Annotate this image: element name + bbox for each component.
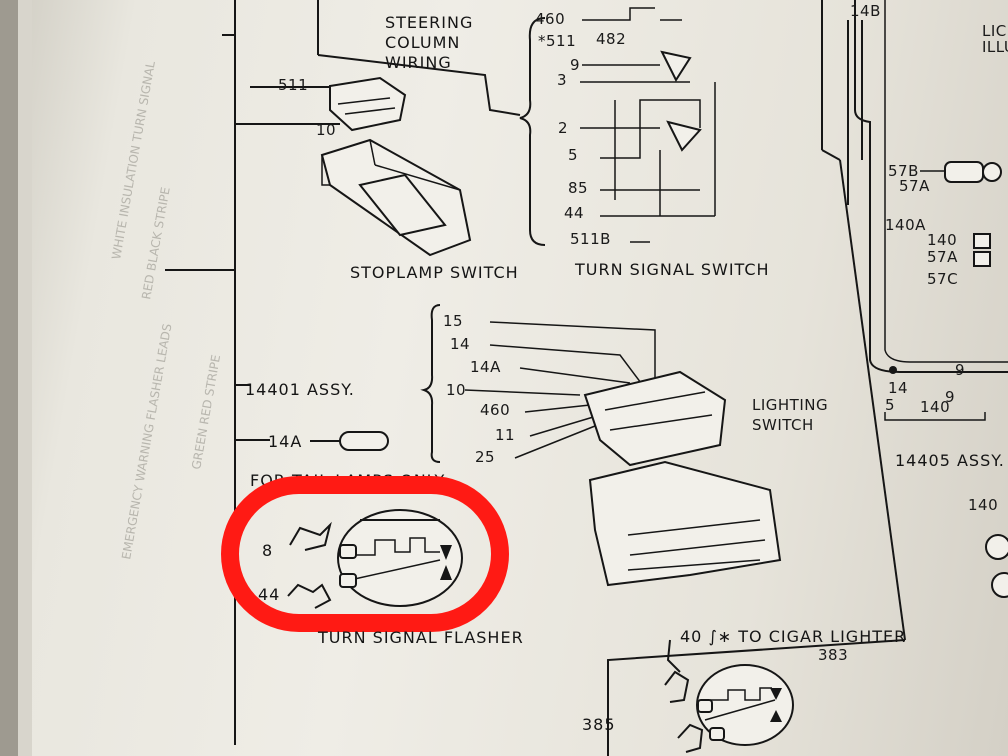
lic-wire-57a: 57A — [899, 177, 930, 195]
ls-wire-460: 460 — [480, 401, 510, 419]
lic-wire-140-b: 140 — [920, 398, 950, 416]
lic-wire-9-b: 9 — [945, 388, 955, 406]
lic-wire-140a: 140A — [885, 216, 926, 234]
svg-text:EMERGENCY WARNING FLASHER LEAD: EMERGENCY WARNING FLASHER LEADS — [119, 323, 174, 561]
tss-wire-9: 9 — [570, 56, 580, 74]
tss-wire-511b: 511B — [570, 230, 611, 248]
cigar-wire-385: 385 — [582, 715, 616, 734]
license-label-2: ILLU — [982, 38, 1008, 56]
svg-text:GREEN RED STRIPE: GREEN RED STRIPE — [189, 354, 223, 471]
flasher-wire-8: 8 — [262, 541, 273, 560]
cigar-lighter-label: 40 ∫∗ TO CIGAR LIGHTER — [680, 627, 906, 646]
lic-wire-9: 9 — [955, 361, 965, 379]
tss-wire-44: 44 — [564, 204, 584, 222]
ls-wire-10: 10 — [446, 381, 466, 399]
lic-assy-label: 14405 ASSY. — [895, 451, 1005, 470]
lighting-assy-label: 14401 ASSY. — [245, 380, 355, 399]
tss-wire-511: *511 — [538, 32, 576, 50]
tss-wire-2: 2 — [558, 119, 568, 137]
connector-14a-label: 14A — [268, 432, 302, 451]
turn-signal-switch-label: TURN SIGNAL SWITCH — [574, 260, 770, 279]
lighting-switch-label-1: LIGHTING — [752, 396, 828, 414]
turn-signal-flasher-label: TURN SIGNAL FLASHER — [317, 628, 524, 647]
flasher-highlight-circle — [221, 476, 509, 632]
cigar-lighter: 40 ∫∗ TO CIGAR LIGHTER 383 385 — [582, 627, 906, 753]
bleed-through-text: WHITE INSULATION TURN SIGNAL RED BLACK S… — [109, 60, 223, 561]
tss-wire-85: 85 — [568, 179, 588, 197]
flasher-wire-44: 44 — [258, 585, 280, 604]
turn-signal-flasher: 8 44 TURN SIGNAL FLASHER — [221, 476, 524, 647]
cigar-wire-383: 383 — [818, 646, 848, 664]
turn-signal-switch: 460 482 *511 9 3 2 5 85 44 511B TURN SIG… — [519, 7, 770, 279]
steering-column-line-2: COLUMN — [385, 33, 460, 52]
steering-column-label: STEERING COLUMN WIRING — [385, 13, 473, 72]
ls-wire-11: 11 — [495, 426, 515, 444]
lic-wire-140-c: 140 — [968, 496, 998, 514]
page-gutter — [18, 0, 32, 756]
stoplamp-wire-511: 511 — [278, 76, 308, 94]
tss-wire-460: 460 — [535, 10, 565, 28]
ls-wire-15: 15 — [443, 312, 463, 330]
lic-wire-57c: 57C — [927, 270, 958, 288]
connector-14a: 14A — [268, 431, 389, 451]
lighting-switch: 15 14 14A 10 460 11 25 14401 ASSY. LIGHT… — [245, 304, 828, 587]
lic-wire-14b: 14B — [850, 2, 881, 20]
stoplamp-switch-label: STOPLAMP SWITCH — [350, 263, 519, 282]
page-edge — [0, 0, 18, 756]
tss-wire-482: 482 — [596, 30, 626, 48]
stoplamp-wire-10: 10 — [316, 121, 336, 139]
ls-wire-25: 25 — [475, 448, 495, 466]
tss-wire-3: 3 — [557, 71, 567, 89]
steering-column-line-3: WIRING — [385, 53, 452, 72]
lic-wire-57a-2: 57A — [927, 248, 958, 266]
steering-column-line-1: STEERING — [385, 13, 473, 32]
tss-wire-5: 5 — [568, 146, 578, 164]
main-bus — [165, 0, 906, 756]
stoplamp-switch: 511 10 STOPLAMP SWITCH — [278, 76, 519, 282]
lic-wire-5: 5 — [885, 396, 895, 414]
license-lamp-section: LICE ILLU 14B 57B 57A 140A 140 57A 57C 1… — [847, 0, 1008, 598]
lighting-switch-label-2: SWITCH — [752, 416, 814, 434]
ls-wire-14a: 14A — [470, 358, 501, 376]
lic-wire-14: 14 — [888, 379, 908, 397]
ls-wire-14: 14 — [450, 335, 470, 353]
lic-wire-140: 140 — [927, 231, 957, 249]
lic-wire-57b: 57B — [888, 162, 919, 180]
svg-text:RED BLACK STRIPE: RED BLACK STRIPE — [139, 186, 173, 301]
license-label-1: LICE — [982, 22, 1008, 40]
